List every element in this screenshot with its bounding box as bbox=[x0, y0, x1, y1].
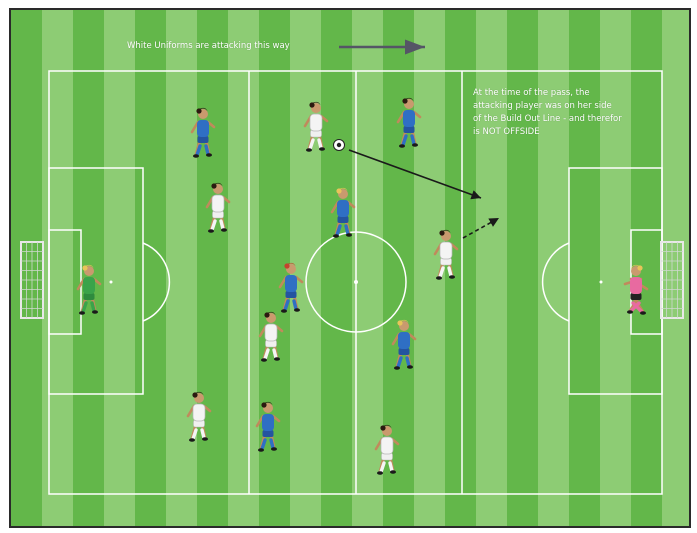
grass-stripe bbox=[166, 10, 197, 528]
center-spot bbox=[354, 280, 358, 284]
offside-note-line-1: At the time of the pass, the bbox=[473, 87, 622, 100]
soccer-ball bbox=[334, 140, 345, 151]
grass-stripe bbox=[321, 10, 352, 528]
grass-stripe bbox=[104, 10, 135, 528]
attack-direction-label: White Uniforms are attacking this way bbox=[127, 40, 290, 53]
offside-note-line-4: is NOT OFFSIDE bbox=[473, 126, 622, 139]
offside-note-line-2: attacking player was on her side bbox=[473, 100, 622, 113]
offside-note: At the time of the pass, the attacking p… bbox=[473, 87, 622, 139]
penalty-spot-left bbox=[110, 281, 113, 284]
offside-note-line-3: of the Build Out Line - and therefor bbox=[473, 113, 622, 126]
penalty-spot-right bbox=[600, 281, 603, 284]
grass-stripe bbox=[228, 10, 259, 528]
soccer-pitch-diagram: White Uniforms are attacking this way At… bbox=[9, 8, 691, 528]
grass-stripe bbox=[42, 10, 73, 528]
grass-stripe bbox=[197, 10, 228, 528]
grass-stripe bbox=[135, 10, 166, 528]
